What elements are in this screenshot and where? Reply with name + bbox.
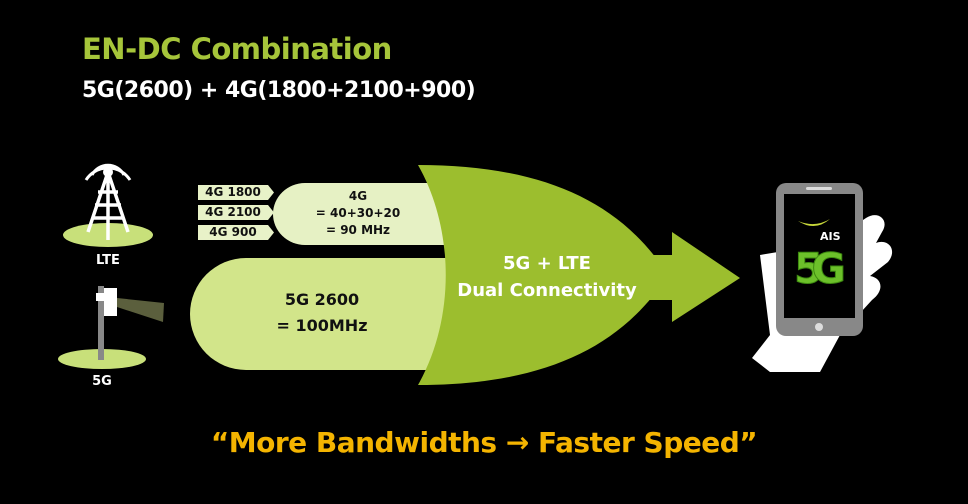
phone-hand-icon: AIS 5G <box>752 183 893 372</box>
phone-brand: AIS <box>820 230 841 243</box>
nr-box-shape <box>190 258 452 370</box>
combiner-line: 5G + LTE <box>503 253 591 274</box>
quote: “More Bandwidths → Faster Speed” <box>210 426 758 459</box>
combiner-text: 5G + LTE Dual Connectivity <box>457 250 636 304</box>
combiner-line: Dual Connectivity <box>457 280 637 301</box>
combiner-shape <box>418 165 668 385</box>
band-tag: 4G 900 <box>209 225 257 239</box>
phone-logo: 5G <box>794 244 846 293</box>
lte-box-line: = 90 MHz <box>325 223 391 237</box>
band-tag: 4G 1800 <box>205 185 261 199</box>
nr-box-line: 5G 2600 <box>284 290 360 309</box>
lte-box-line: = 40+30+20 <box>315 206 401 220</box>
lte-box-line: 4G <box>348 189 368 203</box>
5g-antenna-icon <box>58 286 164 369</box>
lte-box-text: 4G = 40+30+20 = 90 MHz <box>316 188 400 239</box>
arrow-icon <box>640 232 740 322</box>
nr-box-line: = 100MHz <box>276 316 368 335</box>
subtitle: 5G(2600) + 4G(1800+2100+900) <box>82 78 476 103</box>
5g-label: 5G <box>92 374 112 389</box>
lte-tower-icon <box>63 163 153 247</box>
lte-label: LTE <box>96 253 120 268</box>
band-tag: 4G 2100 <box>205 205 261 219</box>
title: EN-DC Combination <box>82 32 392 66</box>
band-tags <box>198 185 274 240</box>
lte-box-shape <box>273 183 446 245</box>
nr-box-text: 5G 2600 = 100MHz <box>277 287 368 339</box>
